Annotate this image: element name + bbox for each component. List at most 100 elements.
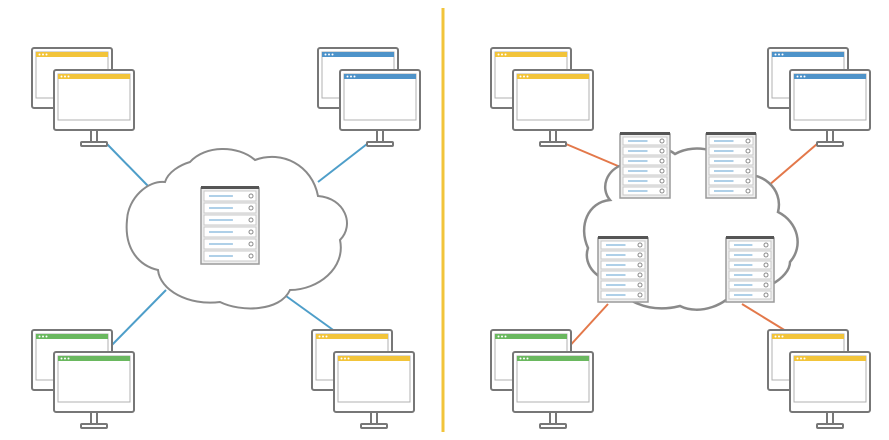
server-button xyxy=(637,272,643,278)
connection-line xyxy=(106,143,149,187)
window-dot xyxy=(526,357,529,360)
monitor-stand xyxy=(90,411,98,425)
client-computer xyxy=(317,47,421,147)
monitor-base xyxy=(539,423,567,429)
server-button xyxy=(248,217,254,223)
window-dot xyxy=(774,53,777,56)
window-dot xyxy=(497,53,500,56)
server-button xyxy=(745,148,751,154)
server-button xyxy=(637,282,643,288)
window-dot xyxy=(60,357,63,360)
server-rack-icon xyxy=(725,236,775,303)
server-button xyxy=(745,188,751,194)
monitor-icon xyxy=(789,69,871,131)
monitor-icon xyxy=(53,69,135,131)
window-titlebar xyxy=(495,334,567,339)
server-rack-top xyxy=(726,236,774,239)
window-dot xyxy=(350,75,352,78)
monitor-stand xyxy=(549,411,557,425)
window-dot xyxy=(318,335,321,338)
client-computer xyxy=(767,47,871,147)
server-rack-top xyxy=(201,186,259,189)
server-button xyxy=(763,262,769,268)
window-frame xyxy=(516,73,590,121)
monitor-base xyxy=(80,141,108,147)
window-titlebar xyxy=(794,356,866,361)
window-titlebar xyxy=(517,356,589,361)
window-frame xyxy=(337,355,411,403)
server-button xyxy=(659,158,665,164)
window-dot xyxy=(778,53,780,56)
server-button xyxy=(745,158,751,164)
right-panel-multi-server xyxy=(490,47,871,429)
monitor-base xyxy=(80,423,108,429)
window-titlebar xyxy=(517,74,589,79)
monitor-stand xyxy=(826,129,834,143)
monitor-base xyxy=(816,141,844,147)
server-rack-icon xyxy=(597,236,649,303)
right-connection-lines xyxy=(565,143,818,351)
monitor-base xyxy=(539,141,567,147)
window-dot xyxy=(67,75,70,78)
window-dot xyxy=(346,75,349,78)
window-dot xyxy=(45,53,48,56)
server-button xyxy=(248,193,254,199)
window-dot xyxy=(324,53,327,56)
window-dot xyxy=(331,53,334,56)
monitor-icon xyxy=(512,69,594,131)
server-rack-top xyxy=(620,132,670,135)
monitor-icon xyxy=(512,351,594,413)
server-rack-icon xyxy=(705,132,757,199)
window-frame xyxy=(516,355,590,403)
server-button xyxy=(659,188,665,194)
window-titlebar xyxy=(58,356,130,361)
window-titlebar xyxy=(316,334,388,339)
left-client-computers xyxy=(31,47,421,429)
connection-line xyxy=(106,289,167,351)
monitor-stand xyxy=(370,411,378,425)
window-dot xyxy=(64,357,66,360)
monitor-icon xyxy=(339,69,421,131)
server-rack-top xyxy=(706,132,756,135)
server-rack-top xyxy=(598,236,648,239)
client-computer xyxy=(31,329,135,429)
window-dot xyxy=(504,335,507,338)
server-button xyxy=(659,168,665,174)
window-dot xyxy=(796,357,799,360)
server-button xyxy=(745,168,751,174)
window-dot xyxy=(344,357,346,360)
window-frame xyxy=(793,355,867,403)
window-dot xyxy=(353,75,356,78)
window-dot xyxy=(774,335,777,338)
window-dot xyxy=(340,357,343,360)
monitor-base xyxy=(360,423,388,429)
window-frame xyxy=(343,73,417,121)
window-dot xyxy=(526,75,529,78)
monitor-stand xyxy=(90,129,98,143)
window-titlebar xyxy=(772,334,844,339)
window-titlebar xyxy=(772,52,844,57)
window-titlebar xyxy=(344,74,416,79)
window-titlebar xyxy=(36,52,108,57)
window-dot xyxy=(778,335,780,338)
server-button xyxy=(659,148,665,154)
monitor-base xyxy=(816,423,844,429)
window-dot xyxy=(796,75,799,78)
server-button xyxy=(659,138,665,144)
window-dot xyxy=(501,53,503,56)
window-titlebar xyxy=(36,334,108,339)
client-computer xyxy=(490,47,594,147)
window-dot xyxy=(800,357,802,360)
window-dot xyxy=(504,53,507,56)
server-button xyxy=(763,252,769,258)
server-button xyxy=(248,229,254,235)
left-panel-single-server xyxy=(31,47,421,429)
window-dot xyxy=(60,75,63,78)
client-computer xyxy=(31,47,135,147)
monitor-icon xyxy=(53,351,135,413)
window-dot xyxy=(781,335,784,338)
window-dot xyxy=(501,335,503,338)
left-connection-lines xyxy=(106,143,368,351)
server-button xyxy=(637,242,643,248)
window-dot xyxy=(523,357,525,360)
